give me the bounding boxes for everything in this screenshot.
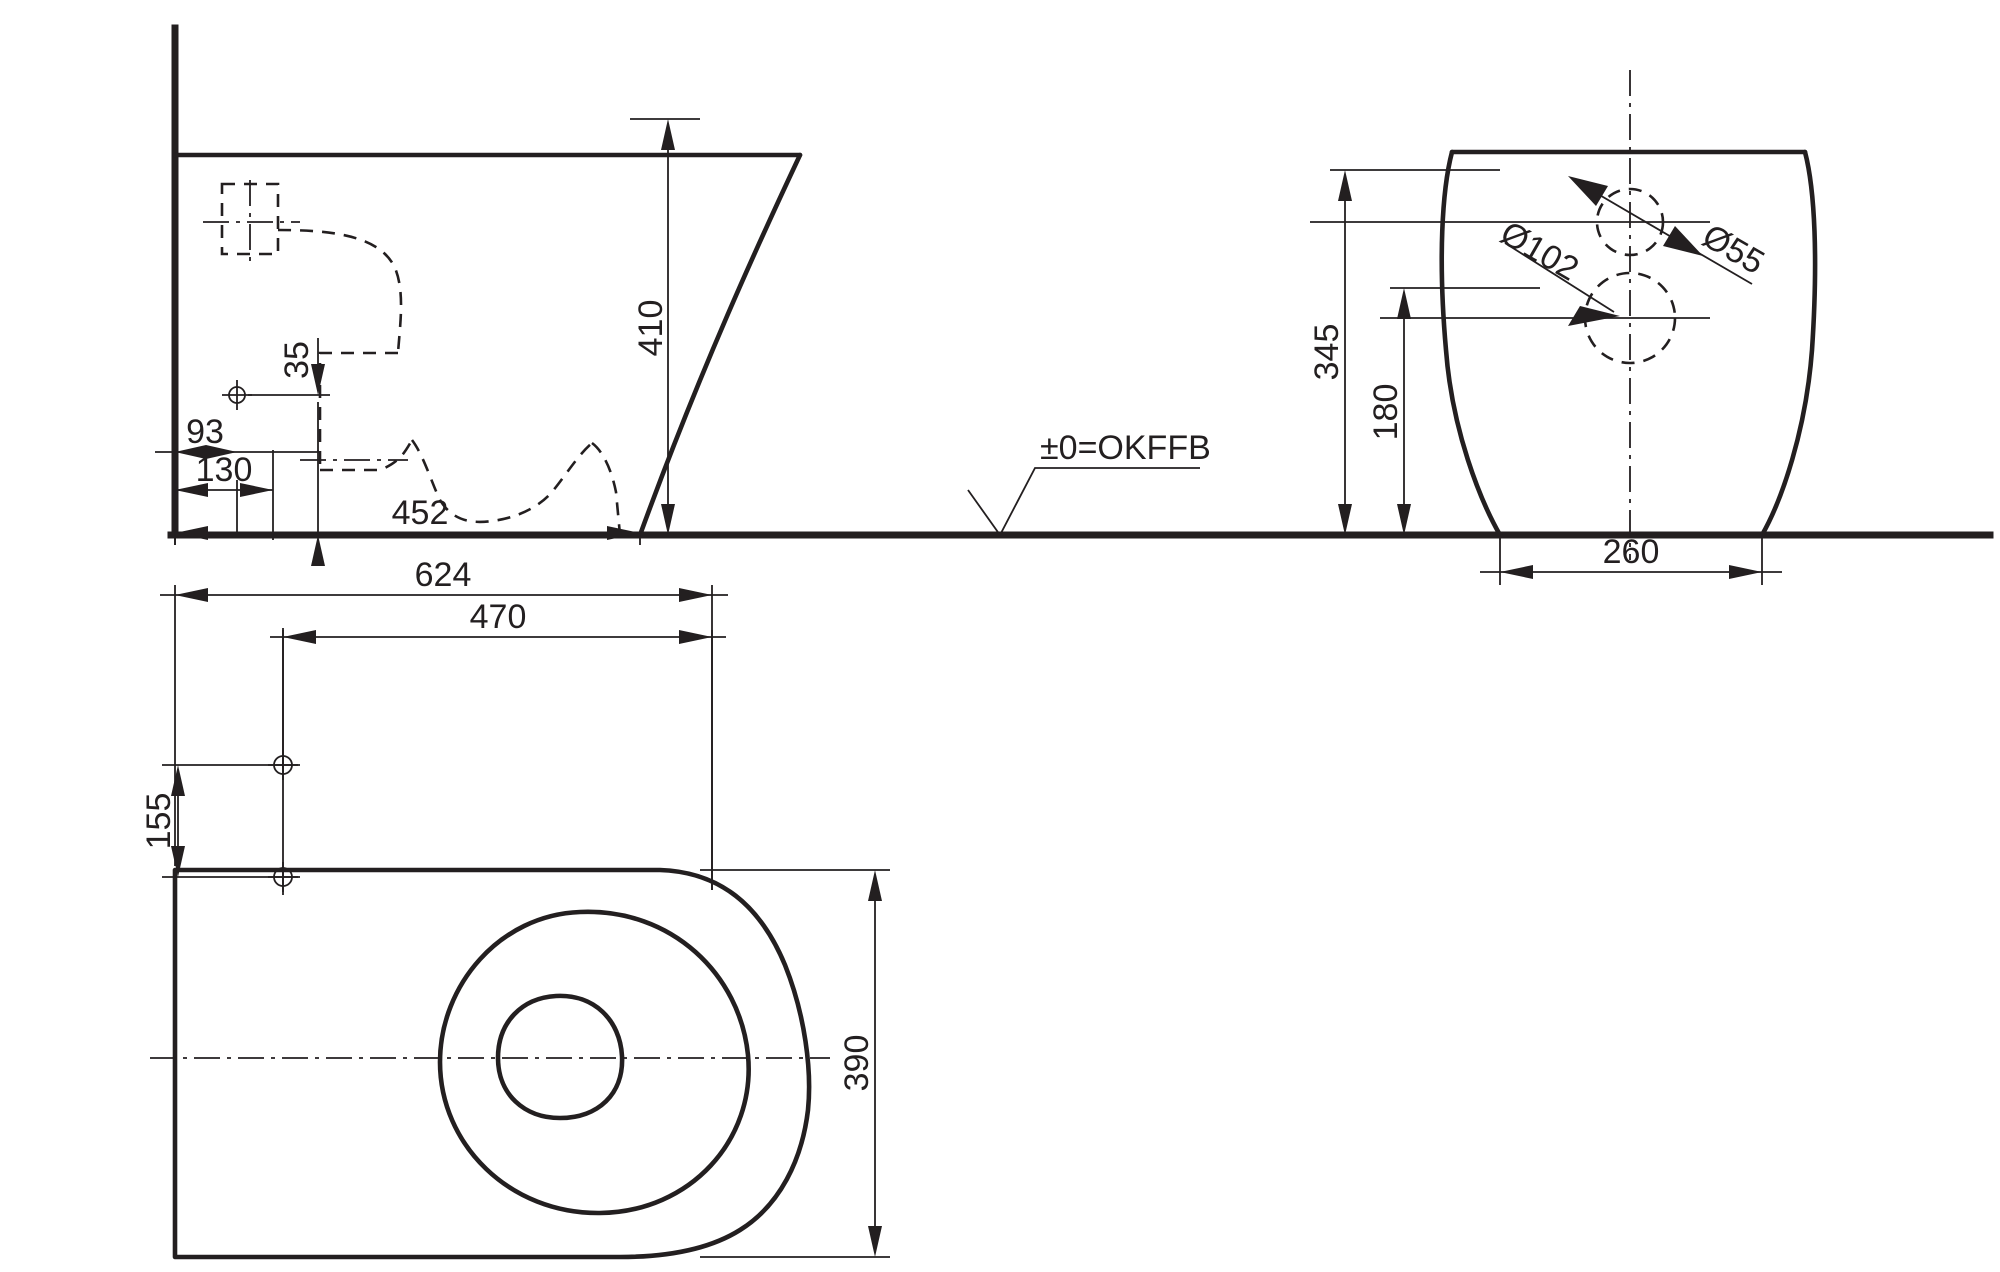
- datum-note-okffb: ±0=OKFFB: [967, 429, 1211, 537]
- arrow-35-top: [311, 364, 325, 395]
- callout-label-dia-102: Ø102: [1494, 214, 1585, 289]
- arrow-624-left: [175, 588, 208, 602]
- arrow-410-bottom: [661, 504, 675, 535]
- plan-view: 155 624 470 390: [140, 556, 890, 1260]
- arrow-624-right: [679, 588, 712, 602]
- arrow-390-top: [868, 870, 882, 901]
- dimension-label-260: 260: [1603, 533, 1660, 571]
- arrow-470-right: [679, 630, 712, 644]
- dimension-624: 624: [160, 556, 728, 890]
- arrow-470-left: [283, 630, 316, 644]
- dimension-155: 155: [140, 765, 185, 877]
- dimension-label-93: 93: [186, 413, 224, 451]
- arrow-410-top: [661, 119, 675, 150]
- front-elevation-view: Ø55 Ø102 345 180: [1308, 70, 1818, 585]
- dimension-label-390: 390: [838, 1035, 876, 1092]
- arrow-260-left: [1500, 565, 1533, 579]
- dimension-label-452: 452: [392, 494, 449, 532]
- plan-bowl-rim: [437, 909, 751, 1216]
- dimension-35: 35: [278, 338, 325, 566]
- dimension-130: 130: [174, 450, 274, 540]
- arrow-345-bottom: [1338, 504, 1352, 535]
- plan-outer-outline: [172, 867, 812, 1260]
- arrow-452-left: [175, 526, 208, 540]
- arrow-180-bottom: [1397, 504, 1411, 535]
- dimension-470: 470: [270, 598, 726, 890]
- dimension-180: 180: [1367, 287, 1540, 535]
- arrow-dia-102: [1568, 306, 1620, 326]
- side-elevation-view: 410 35 93 130: [155, 24, 1994, 566]
- arrow-130-right: [240, 483, 273, 497]
- arrow-93-right: [206, 445, 237, 459]
- hidden-internal-geometry: [220, 182, 622, 536]
- arrow-390-bottom: [868, 1226, 882, 1257]
- front-right-profile: [1759, 149, 1818, 538]
- arrow-dia-55-lower: [1663, 226, 1703, 256]
- arrow-93-left: [175, 445, 206, 459]
- dimension-label-155: 155: [140, 793, 178, 850]
- arrow-180-top: [1397, 288, 1411, 319]
- dimension-390: 390: [700, 869, 890, 1258]
- arrow-260-right: [1729, 565, 1762, 579]
- dimension-label-180: 180: [1367, 384, 1405, 441]
- arrow-130-left: [175, 483, 208, 497]
- leader-dia-55-tail: [1696, 251, 1753, 285]
- arrow-155-top: [171, 765, 185, 796]
- dimension-93: 93: [155, 413, 320, 545]
- dimension-label-624: 624: [415, 556, 472, 594]
- arrow-345-top: [1338, 170, 1352, 201]
- dimension-label-410: 410: [632, 300, 670, 357]
- dimension-label-345: 345: [1308, 324, 1346, 381]
- datum-note-label: ±0=OKFFB: [1040, 429, 1211, 467]
- arrow-dia-55-upper: [1568, 176, 1608, 206]
- leader-dia-102: [1504, 242, 1615, 313]
- datum-leader: [967, 467, 1200, 537]
- dimension-label-470: 470: [470, 598, 527, 636]
- arrow-35-bottom: [311, 535, 325, 566]
- fixing-point-marker: [222, 380, 252, 410]
- pan-front-profile: [637, 152, 803, 538]
- front-left-profile: [1439, 149, 1503, 538]
- dimension-345: 345: [1308, 169, 1500, 535]
- dimension-452: 452: [174, 490, 641, 545]
- dimension-label-35: 35: [278, 341, 316, 379]
- arrow-452-right: [607, 526, 640, 540]
- dimension-410: 410: [630, 118, 700, 535]
- dimension-label-130: 130: [196, 451, 253, 489]
- plan-water-spot: [495, 993, 625, 1121]
- dimension-260: 260: [1480, 533, 1782, 585]
